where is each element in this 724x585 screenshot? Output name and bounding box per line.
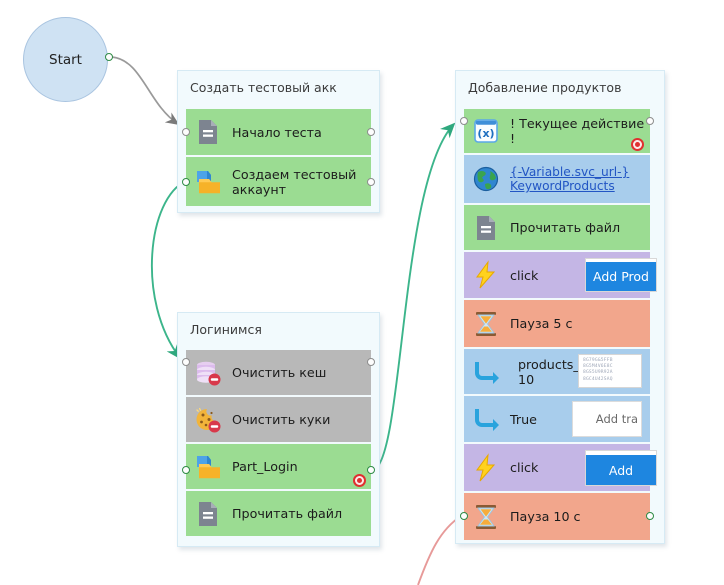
arrow-return-icon: [471, 404, 501, 434]
step-nachalo-testa-label: Начало теста: [232, 124, 322, 140]
document-icon: [193, 117, 223, 147]
start-node[interactable]: Start: [23, 17, 108, 102]
step-part-login-breakpoint-indicator[interactable]: [353, 474, 366, 487]
step-nachalo-testa-in-port[interactable]: [182, 128, 190, 136]
preview-line: 8G79G&5FFB: [583, 358, 613, 363]
step-pauza-5s[interactable]: Пауза 5 с: [464, 300, 650, 347]
hourglass-icon: [471, 502, 501, 532]
step-prochitat-fayl-products[interactable]: Прочитать файл: [464, 205, 650, 250]
add-prod-button[interactable]: Add Prod: [586, 262, 656, 291]
lightning-icon: [471, 260, 501, 290]
step-tekushchee-deystvie[interactable]: (x) ! Текущее действие !: [464, 109, 650, 153]
step-keyword-products-url-label[interactable]: {-Variable.svc_url-} KeywordProducts: [510, 165, 630, 193]
step-ochistit-kuki-label: Очистить куки: [232, 412, 331, 427]
folder-subflow-icon: [193, 167, 223, 197]
step-sozdaem-testovyy-akkaunt-label: Создаем тестовый аккаунт: [232, 166, 357, 197]
step-nachalo-testa-out-port[interactable]: [367, 128, 375, 136]
step-click-add-target-preview[interactable]: Add: [585, 450, 657, 486]
step-click-add-label: click: [510, 460, 539, 475]
document-icon: [193, 499, 223, 529]
step-true-value-field[interactable]: Add tra: [572, 401, 642, 437]
document-icon: [471, 213, 501, 243]
step-part-login-in-port[interactable]: [182, 466, 190, 474]
arrow-return-icon: [471, 357, 501, 387]
step-true-label: True: [510, 411, 537, 427]
variable-icon: (x): [471, 116, 501, 146]
step-tekushchee-deystvie-label: ! Текущее действие !: [510, 116, 645, 146]
step-sozdaem-akkaunt-out-port[interactable]: [367, 178, 375, 186]
step-ochistit-kesh-out-port[interactable]: [367, 358, 375, 366]
step-nachalo-testa[interactable]: Начало теста: [186, 109, 371, 155]
step-products-10-label: products_ 10: [518, 356, 580, 387]
step-pauza-10s-out-port[interactable]: [646, 512, 654, 520]
step-tekushchee-deystvie-breakpoint-indicator[interactable]: [631, 138, 644, 151]
step-pauza-10s-in-port[interactable]: [460, 512, 468, 520]
step-part-login[interactable]: Part_Login: [186, 444, 371, 489]
step-click-add-prod-target-preview[interactable]: Add Prod: [585, 258, 657, 292]
step-sozdaem-testovyy-akkaunt[interactable]: Создаем тестовый аккаунт: [186, 157, 371, 206]
preview-line: 8GS5U9R92A: [583, 370, 613, 376]
group-create-test-acc-title: Создать тестовый акк: [190, 80, 337, 95]
step-tekushchee-deystvie-out-port[interactable]: [646, 117, 654, 125]
step-ochistit-kesh-label: Очистить кеш: [232, 365, 327, 380]
step-keyword-products-url[interactable]: {-Variable.svc_url-} KeywordProducts: [464, 155, 650, 203]
hourglass-icon: [471, 309, 501, 339]
start-node-output-port[interactable]: [105, 53, 113, 61]
step-pauza-10s[interactable]: Пауза 10 с: [464, 493, 650, 540]
step-products-10-data-preview[interactable]: 8G79G&5FFB 8G5M4V6E8C 8GS5U9R92A 8GC4U42…: [578, 354, 642, 388]
lightning-icon: [471, 452, 501, 483]
step-pauza-10s-label: Пауза 10 с: [510, 509, 581, 524]
globe-icon: [471, 164, 501, 194]
step-prochitat-fayl-login-label: Прочитать файл: [232, 506, 343, 521]
preview-line: 8GC4U42SAQ: [583, 376, 613, 382]
group-add-products-title: Добавление продуктов: [468, 80, 622, 95]
step-ochistit-kuki[interactable]: Очистить куки: [186, 397, 371, 442]
preview-line: 8G5M4V6E8C: [583, 364, 613, 370]
step-pauza-5s-label: Пауза 5 с: [510, 316, 573, 331]
folder-subflow-icon: [193, 452, 223, 482]
step-sozdaem-akkaunt-in-port[interactable]: [182, 178, 190, 186]
step-prochitat-fayl-products-label: Прочитать файл: [510, 220, 621, 235]
clear-cookies-icon: [193, 405, 223, 435]
step-part-login-out-port[interactable]: [367, 466, 375, 474]
svg-text:(x): (x): [477, 127, 494, 140]
step-part-login-label: Part_Login: [232, 459, 298, 474]
start-node-label: Start: [49, 51, 82, 68]
step-click-add-prod-label: click: [510, 267, 539, 283]
group-login-title: Логинимся: [190, 322, 262, 337]
edge-start-to-test-begin: [111, 56, 180, 125]
step-ochistit-kesh-in-port[interactable]: [182, 358, 190, 366]
step-tekushchee-deystvie-in-port[interactable]: [460, 117, 468, 125]
edge-part-login-to-current-action: [373, 122, 456, 471]
step-prochitat-fayl-login[interactable]: Прочитать файл: [186, 491, 371, 536]
add-button[interactable]: Add: [586, 455, 656, 485]
step-ochistit-kesh[interactable]: Очистить кеш: [186, 350, 371, 395]
clear-cache-icon: [193, 358, 223, 388]
